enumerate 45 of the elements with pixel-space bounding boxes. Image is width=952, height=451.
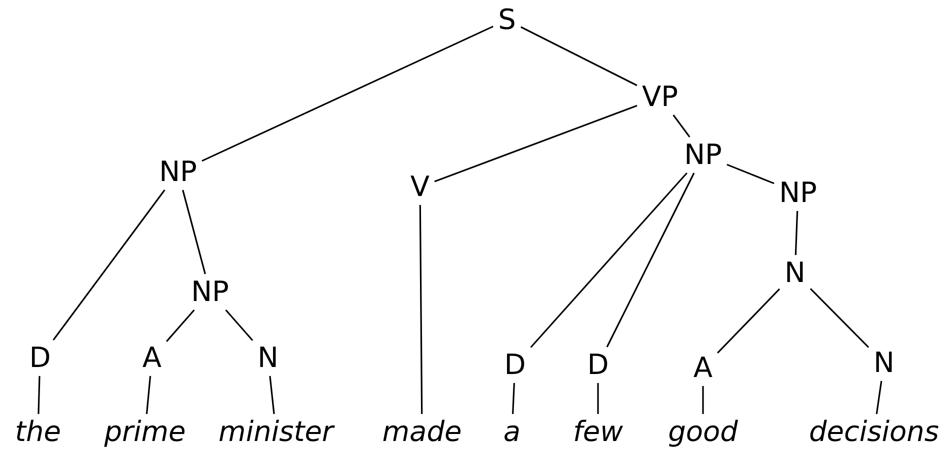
category-label: D: [27, 343, 53, 373]
category-label: N: [872, 348, 896, 378]
tree-branch: [717, 288, 780, 354]
tree-branch: [794, 210, 798, 256]
category-label: VP: [640, 82, 680, 112]
category-label: N: [782, 258, 808, 288]
category-label: A: [691, 353, 715, 383]
category-label: S: [496, 5, 518, 35]
word-label: prime: [102, 417, 188, 447]
tree-branch: [672, 114, 690, 138]
word-label: made: [380, 417, 464, 447]
tree-branch: [419, 205, 423, 414]
tree-branch: [182, 190, 206, 274]
tree-branch: [434, 104, 638, 182]
tree-branch: [225, 309, 254, 341]
category-label: N: [256, 343, 280, 373]
word-label: a: [501, 417, 523, 447]
word-label: decisions: [807, 417, 941, 447]
tree-branch: [520, 26, 638, 86]
category-label: D: [585, 350, 611, 380]
tree-branch: [52, 190, 166, 340]
tree-branch: [702, 386, 704, 414]
category-label: V: [408, 172, 432, 202]
tree-branch: [530, 172, 688, 348]
tree-branch: [146, 376, 152, 414]
word-label: good: [666, 417, 740, 447]
category-label: NP: [157, 157, 199, 187]
word-label: the: [13, 417, 63, 447]
tree-branch: [38, 376, 40, 414]
tree-branch: [512, 382, 515, 414]
category-label: D: [502, 350, 528, 380]
category-label: A: [140, 343, 164, 373]
tree-branch: [876, 380, 882, 414]
category-label: NP: [189, 277, 231, 307]
word-label: few: [571, 417, 625, 447]
tree-branch: [810, 288, 870, 348]
category-label: NP: [682, 140, 724, 170]
tree-branch: [269, 376, 275, 414]
tree-branch: [202, 26, 494, 162]
category-label: NP: [777, 178, 819, 208]
tree-branch: [166, 309, 195, 342]
word-label: minister: [216, 417, 336, 447]
tree-branch: [606, 172, 695, 348]
tree-branch: [726, 164, 774, 184]
tree-branch: [597, 383, 599, 414]
